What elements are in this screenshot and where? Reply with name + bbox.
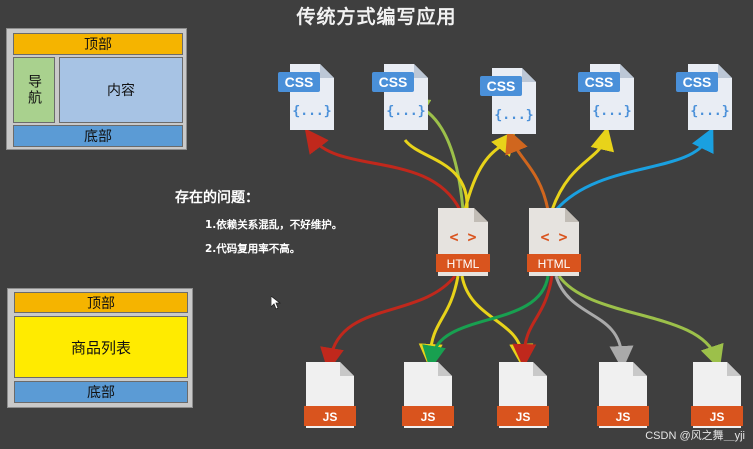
html-label: HTML <box>538 257 571 271</box>
html-symbol: < > <box>540 228 567 246</box>
arrow-html2-js5 <box>557 275 724 370</box>
problem-item-1: 1.依赖关系混乱，不好维护。 <box>205 219 343 231</box>
arrow-html2-css5 <box>554 127 714 211</box>
problems-section: 存在的问题： 1.依赖关系混乱，不好维护。 2.代码复用率不高。 <box>175 187 342 265</box>
css-file-icon-2: CSS {...} <box>372 64 428 130</box>
layout1-bottom: 底部 <box>13 125 183 147</box>
arrow-html2-css4 <box>550 126 615 211</box>
js-file-icon-2: JS <box>402 362 454 428</box>
js-file-icon-1: JS <box>304 362 356 428</box>
arrow-html2-js2 <box>422 275 550 370</box>
js-label: JS <box>516 410 531 424</box>
layout2-top: 顶部 <box>14 292 188 313</box>
arrow-html1-css1 <box>304 128 462 211</box>
css-label: CSS <box>487 78 516 94</box>
js-label: JS <box>616 410 631 424</box>
html-file-icon-2: < > HTML <box>527 208 581 276</box>
css-label: CSS <box>379 74 408 90</box>
css-file-icon-1: CSS {...} <box>278 64 334 130</box>
css-body: {...} <box>690 104 729 119</box>
layout1-top: 顶部 <box>13 33 183 55</box>
layout2-goods-list: 商品列表 <box>14 316 188 378</box>
js-file-icon-5: JS <box>691 362 743 428</box>
js-label: JS <box>710 410 725 424</box>
arrow-html1-css2-yellow <box>403 139 469 211</box>
js-label: JS <box>323 410 338 424</box>
arrow-html2-js3 <box>512 275 554 368</box>
cursor-icon <box>271 296 281 310</box>
css-label: CSS <box>285 74 314 90</box>
layout1-content: 内容 <box>59 57 183 123</box>
css-file-icon-3: CSS {...} <box>480 68 536 134</box>
css-file-icon-5: CSS {...} <box>676 64 732 130</box>
css-file-icon-4: CSS {...} <box>578 64 634 130</box>
css-label: CSS <box>683 74 712 90</box>
js-label: JS <box>421 410 436 424</box>
layout-diagram-1: 顶部 导航 内容 底部 <box>6 28 187 150</box>
js-file-icon-3: JS <box>497 362 549 428</box>
arrow-html2-js4 <box>554 275 634 370</box>
layout2-bottom: 底部 <box>14 381 188 403</box>
html-file-icon-1: < > HTML <box>436 208 490 276</box>
css-body: {...} <box>292 104 331 119</box>
css-body: {...} <box>592 104 631 119</box>
arrow-html1-js1 <box>320 275 457 372</box>
html-symbol: < > <box>449 228 476 246</box>
layout-diagram-2: 顶部 商品列表 底部 <box>7 288 193 408</box>
html-label: HTML <box>447 257 480 271</box>
arrow-html1-css3 <box>463 130 516 211</box>
css-label: CSS <box>585 74 614 90</box>
page-title: 传统方式编写应用 <box>296 6 457 28</box>
js-file-icon-4: JS <box>597 362 649 428</box>
layout1-nav: 导航 <box>13 57 55 123</box>
css-body: {...} <box>386 104 425 119</box>
arrow-html2-css3 <box>505 128 550 211</box>
watermark: CSDN @风之舞＿yji <box>645 430 745 442</box>
problem-item-2: 2.代码复用率不高。 <box>205 243 301 255</box>
arrow-html1-js3 <box>460 275 534 368</box>
problems-heading: 存在的问题： <box>175 190 259 206</box>
css-body: {...} <box>494 108 533 123</box>
